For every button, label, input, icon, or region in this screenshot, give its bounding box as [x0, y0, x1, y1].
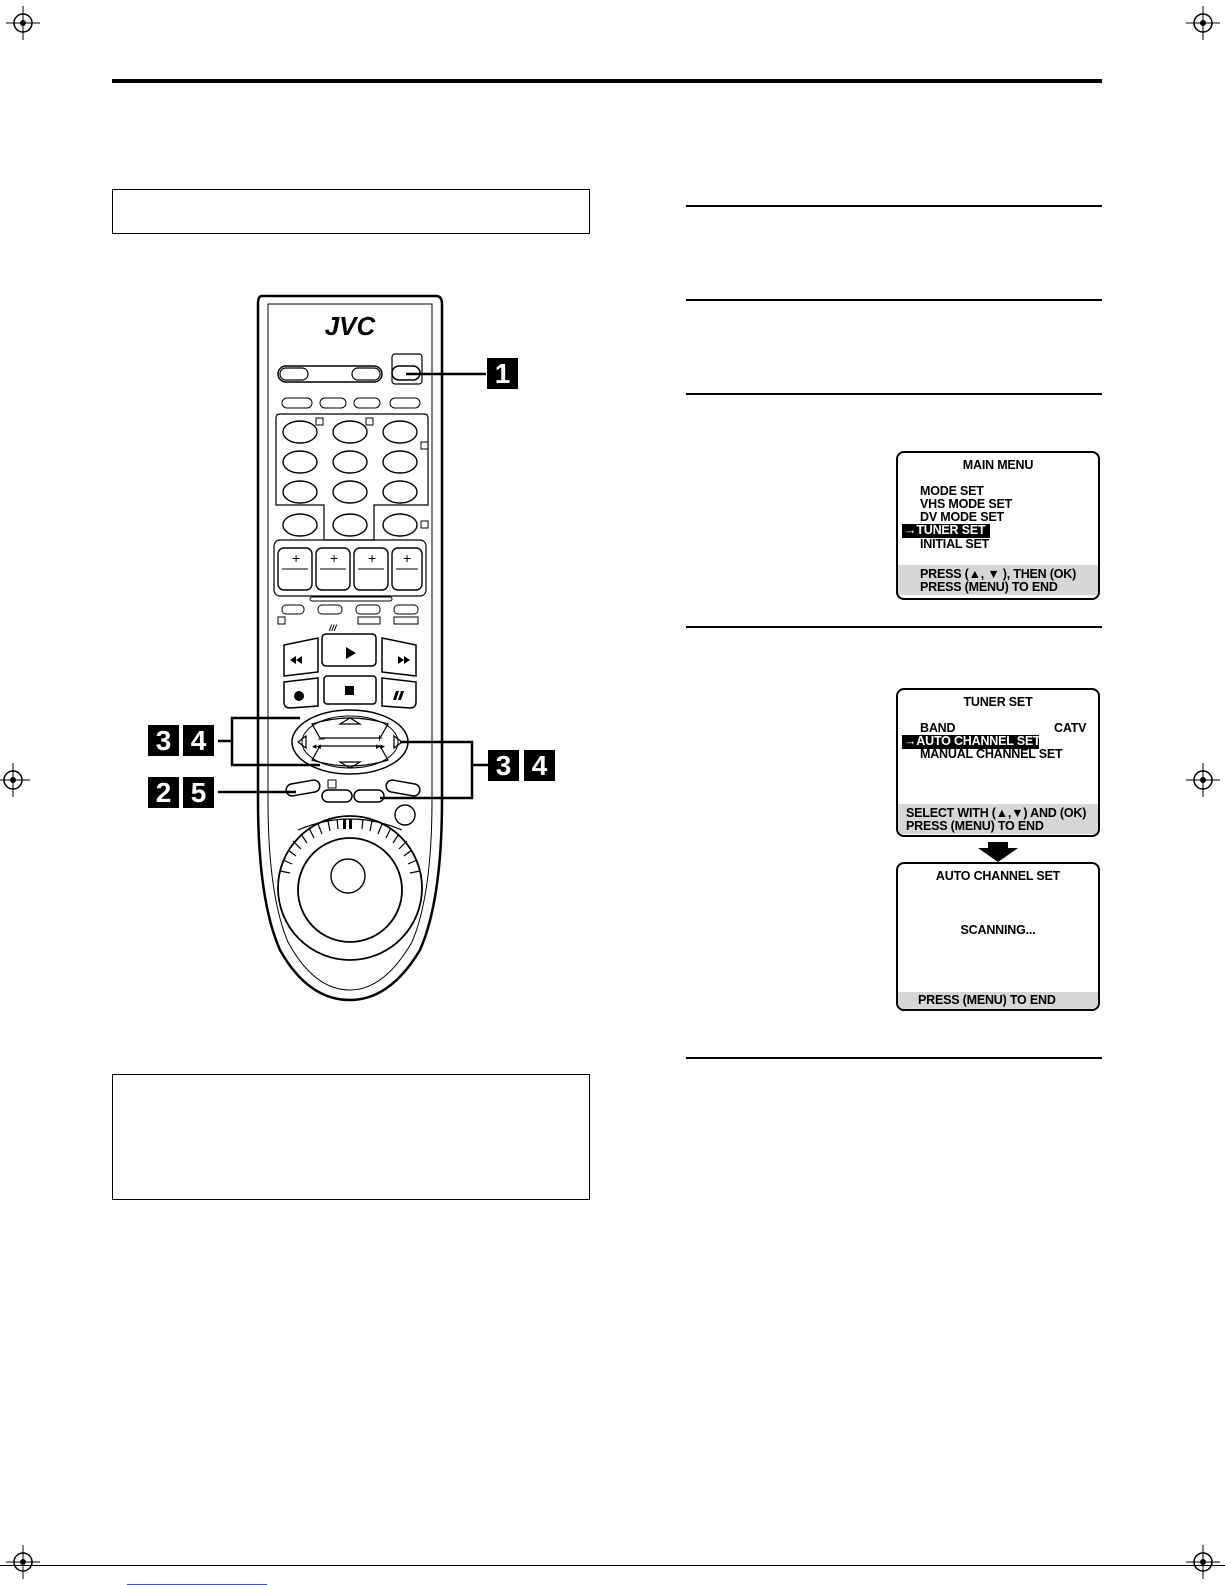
registration-mark-right [1186, 763, 1220, 797]
tuner-set-screen: TUNER SET BAND CATV →AUTO CHANNEL SET MA… [896, 688, 1100, 837]
step-rule-4 [686, 626, 1102, 628]
svg-text:▸▸: ▸▸ [376, 741, 386, 751]
auto-channel-set-screen: AUTO CHANNEL SET SCANNING... PRESS (MENU… [896, 862, 1100, 1011]
callout-step-2: 2 [148, 777, 179, 808]
scanning-status: SCANNING... [960, 923, 1036, 937]
menu-item-initial-set: INITIAL SET [920, 537, 990, 551]
menu-item-tuner-set-selected: →TUNER SET [902, 523, 990, 538]
registration-mark-bottom-left [6, 1545, 40, 1579]
callout-step-1: 1 [487, 358, 518, 389]
registration-mark-left [0, 763, 30, 797]
step-rule-2 [686, 299, 1102, 301]
band-label: BAND [920, 721, 956, 735]
svg-text:◂◂: ◂◂ [312, 741, 322, 751]
main-menu-title: MAIN MENU [962, 458, 1034, 472]
main-menu-screen: MAIN MENU MODE SET VHS MODE SET DV MODE … [896, 451, 1100, 600]
callout-step-4-right: 4 [524, 750, 555, 781]
menu-item-dv-mode-set: DV MODE SET [920, 510, 1004, 524]
step-rule-1 [686, 205, 1102, 207]
svg-text:+: + [330, 550, 338, 566]
svg-text:+: + [376, 731, 383, 745]
title-box [112, 189, 590, 234]
registration-mark-top-left [6, 6, 40, 40]
main-menu-footer-line-1: PRESS (▲, ▼ ), THEN (OK) [920, 567, 1077, 581]
tuner-set-footer-line-2: PRESS (MENU) TO END [906, 819, 1044, 833]
auto-channel-set-footer: PRESS (MENU) TO END [898, 992, 1098, 1009]
selection-arrow-icon: → [904, 523, 917, 537]
auto-channel-set-footer-line: PRESS (MENU) TO END [918, 993, 1056, 1007]
svg-text:+: + [403, 550, 411, 566]
callout-step-3-right: 3 [488, 750, 519, 781]
callout-step-5: 5 [183, 777, 214, 808]
band-value: CATV [1054, 721, 1087, 735]
bottom-trim-line [0, 1565, 1225, 1566]
main-menu-footer: PRESS (▲, ▼ ), THEN (OK) PRESS (MENU) TO… [898, 565, 1098, 595]
tuner-set-footer: SELECT WITH (▲,▼) AND (OK) PRESS (MENU) … [898, 804, 1098, 834]
step-rule-3 [686, 393, 1102, 395]
tuner-set-footer-line-1: SELECT WITH (▲,▼) AND (OK) [906, 806, 1087, 820]
remote-control-illustration: JVC /// + + + + – + ◂◂ ▸▸ [218, 294, 488, 1002]
registration-mark-bottom-right [1186, 1545, 1220, 1579]
registration-mark-top-right [1186, 6, 1220, 40]
menu-item-mode-set: MODE SET [920, 484, 984, 498]
svg-text:+: + [292, 550, 300, 566]
note-box [112, 1074, 590, 1200]
menu-item-auto-channel-set-selected: →AUTO CHANNEL SET [902, 734, 1041, 749]
remote-brand-logo: JVC [325, 311, 377, 341]
callout-step-3-left: 3 [148, 725, 179, 756]
menu-item-manual-channel-set: MANUAL CHANNEL SET [920, 747, 1063, 761]
svg-text:–: – [318, 731, 325, 745]
svg-text:///: /// [328, 623, 338, 633]
tuner-set-title: TUNER SET [963, 695, 1033, 709]
svg-text:+: + [368, 550, 376, 566]
step-rule-5 [686, 1057, 1102, 1059]
down-arrow-icon [978, 842, 1018, 862]
header-rule [112, 79, 1102, 83]
menu-item-vhs-mode-set: VHS MODE SET [920, 497, 1013, 511]
auto-channel-set-title: AUTO CHANNEL SET [935, 869, 1061, 883]
callout-step-4-left: 4 [183, 725, 214, 756]
main-menu-footer-line-2: PRESS (MENU) TO END [920, 580, 1058, 594]
